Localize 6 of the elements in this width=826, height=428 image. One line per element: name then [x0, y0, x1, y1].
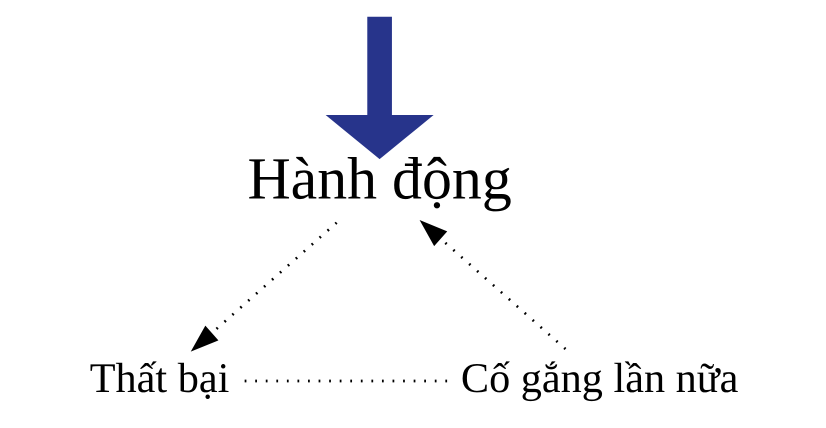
arrow: [190, 222, 338, 352]
node-text: Thất bại: [89, 354, 229, 402]
node-text: Cố gắng lần nữa: [460, 354, 738, 402]
arrow: [419, 220, 566, 350]
node-text: Hành động: [246, 145, 512, 212]
arrow: [325, 16, 434, 160]
